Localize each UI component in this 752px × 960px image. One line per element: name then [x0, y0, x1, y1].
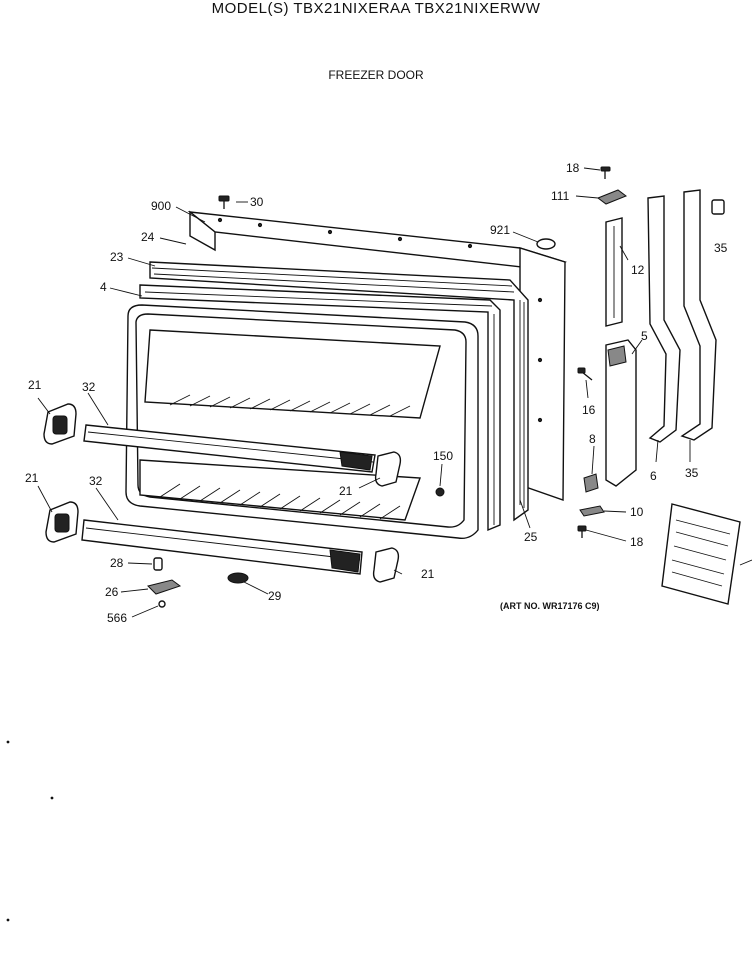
hinge-pin-10 — [579, 505, 605, 517]
scan-specks — [6, 740, 54, 922]
callout-32-upper: 32 — [82, 380, 96, 394]
callout-21-lower-right: 21 — [421, 567, 435, 581]
callout-6: 6 — [650, 469, 657, 483]
callout-35-top: 35 — [714, 241, 728, 255]
door-gasket — [149, 261, 529, 522]
literature-booklet — [661, 503, 741, 605]
callout-18-bottom: 18 — [630, 535, 644, 549]
rail-end-cap-lower-right — [372, 547, 400, 583]
handle-35 — [680, 189, 717, 441]
callout-900: 900 — [151, 199, 171, 213]
screw-30 — [218, 195, 230, 209]
hinge-cam-111 — [596, 189, 628, 205]
callout-12: 12 — [631, 263, 645, 277]
plug-29 — [227, 572, 249, 584]
rail-end-cap-upper-left — [43, 403, 77, 445]
section-title: FREEZER DOOR — [328, 68, 424, 82]
plug-921 — [536, 238, 556, 250]
page-title: MODEL(S) TBX21NIXERAA TBX21NIXERWW — [211, 0, 541, 17]
callout-10: 10 — [630, 505, 644, 519]
callout-35-bottom: 35 — [685, 466, 699, 480]
callout-16: 16 — [582, 403, 596, 417]
callout-29: 29 — [268, 589, 282, 603]
screw-150 — [435, 487, 445, 497]
door-liner — [125, 304, 479, 540]
leader-lines — [37, 167, 752, 618]
callout-25: 25 — [524, 530, 538, 544]
callout-30: 30 — [250, 195, 264, 209]
callout-4: 4 — [100, 280, 107, 294]
callout-921: 921 — [490, 223, 510, 237]
screw-16 — [577, 367, 593, 381]
rail-end-cap-upper-right — [374, 451, 402, 487]
hinge-cover-28 — [153, 557, 163, 571]
callout-32-lower: 32 — [89, 474, 103, 488]
hinge-5 — [605, 339, 637, 487]
callout-28: 28 — [110, 556, 124, 570]
callout-18-top: 18 — [566, 161, 580, 175]
screw-566 — [158, 600, 166, 608]
door-inner-frame — [139, 284, 501, 532]
hinge-bracket-12 — [605, 217, 623, 327]
callout-21-upper-right: 21 — [339, 484, 353, 498]
handle-6 — [647, 195, 681, 443]
callout-150: 150 — [433, 449, 453, 463]
spacer-8 — [583, 473, 599, 493]
callout-8: 8 — [589, 432, 596, 446]
callout-21-lower-left: 21 — [25, 471, 39, 485]
outer-door-panel — [187, 210, 567, 501]
callout-labels: 18 111 900 30 921 35 24 23 12 4 5 16 21 … — [25, 161, 728, 625]
callout-5: 5 — [641, 329, 648, 343]
art-number: (ART NO. WR17176 C9) — [500, 601, 600, 611]
callout-566: 566 — [107, 611, 127, 625]
callout-24: 24 — [141, 230, 155, 244]
screw-18-bottom — [577, 525, 587, 538]
callout-111: 111 — [551, 189, 570, 203]
screw-18-top — [600, 166, 611, 179]
callout-26: 26 — [105, 585, 119, 599]
callout-23: 23 — [110, 250, 124, 264]
lower-shelf-rail — [81, 519, 363, 575]
upper-shelf-rail — [83, 424, 376, 473]
callout-21-upper-left: 21 — [28, 378, 42, 392]
cap-35 — [711, 199, 725, 215]
hinge-bracket-26 — [147, 579, 182, 595]
rail-end-cap-lower-left — [45, 501, 79, 543]
